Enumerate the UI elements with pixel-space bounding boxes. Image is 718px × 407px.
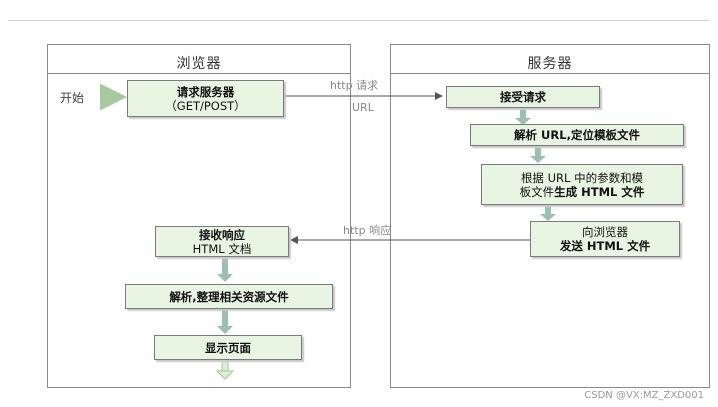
generate-html-line2-bold: 生成 HTML 文件 xyxy=(554,184,645,199)
send-html-line2: 发送 HTML 文件 xyxy=(559,239,651,253)
parse-resources-box: 解析,整理相关资源文件 xyxy=(125,284,333,309)
accept-request-label: 接受请求 xyxy=(500,90,546,104)
send-html-box: 向浏览器 发送 HTML 文件 xyxy=(530,221,680,257)
receive-response-doc: HTML 文档 xyxy=(192,241,252,256)
server-flow-arrow-1 xyxy=(515,107,531,125)
http-request-label: http 请求 xyxy=(330,79,379,92)
watermark: CSDN @VX:MZ_ZXD001 xyxy=(584,390,704,401)
show-page-label: 显示页面 xyxy=(205,340,251,355)
server-lane-divider xyxy=(391,73,709,74)
generate-html-line1: 根据 URL 中的参数和模 xyxy=(520,170,644,185)
url-label: URL xyxy=(352,101,374,114)
request-server-title: 请求服务器 xyxy=(176,84,235,99)
send-html-line1: 向浏览器 xyxy=(582,225,628,239)
top-border-line xyxy=(8,20,710,21)
request-server-method: （GET/POST） xyxy=(165,98,246,113)
generate-html-line2-normal: 板文件 xyxy=(519,184,555,199)
request-server-box: 请求服务器 （GET/POST） xyxy=(127,80,284,117)
generate-html-box: 根据 URL 中的参数和模 板文件生成 HTML 文件 xyxy=(481,164,683,205)
browser-flow-arrow-2 xyxy=(217,309,233,334)
start-label: 开始 xyxy=(60,91,85,105)
parse-resources-label: 解析,整理相关资源文件 xyxy=(169,289,289,304)
browser-flow-arrow-3 xyxy=(215,359,235,380)
server-flow-arrow-2 xyxy=(530,145,546,163)
show-page-box: 显示页面 xyxy=(154,335,302,360)
http-response-label: http 响应 xyxy=(343,224,392,237)
parse-url-label: 解析 URL,定位模板文件 xyxy=(514,128,640,142)
browser-flow-arrow-1 xyxy=(217,257,233,282)
browser-lane-title: 浏览器 xyxy=(176,56,222,72)
server-lane-title: 服务器 xyxy=(527,56,573,72)
generate-html-line2: 板文件生成 HTML 文件 xyxy=(482,185,682,199)
parse-url-box: 解析 URL,定位模板文件 xyxy=(470,124,684,146)
browser-lane-divider xyxy=(48,73,350,74)
receive-response-box: 接收响应 HTML 文档 xyxy=(155,226,289,257)
receive-response-title: 接收响应 xyxy=(199,227,245,242)
server-flow-arrow-3 xyxy=(540,205,556,221)
accept-request-box: 接受请求 xyxy=(446,86,600,108)
